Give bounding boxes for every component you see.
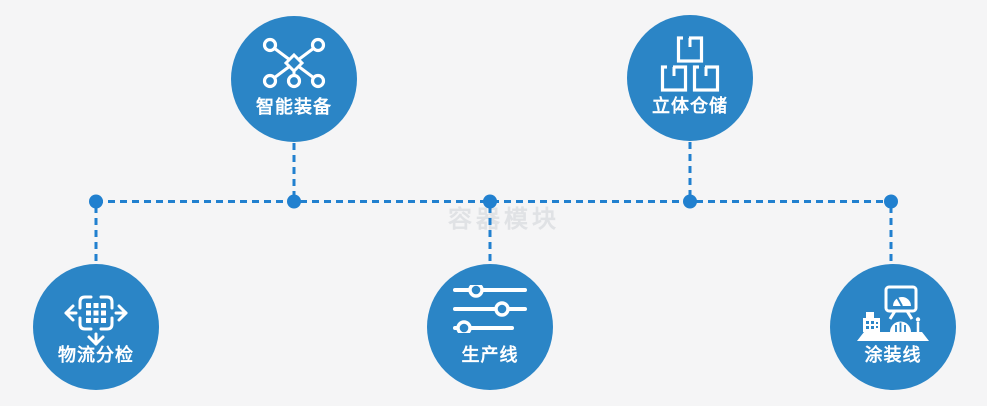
node-circle: 智能装备: [231, 16, 357, 142]
node-label: 生产线: [461, 345, 519, 365]
junction-dot: [884, 194, 898, 209]
node-coating-line[interactable]: 涂装线: [830, 264, 956, 390]
network-nodes-icon: [262, 37, 326, 89]
node-smart-equipment[interactable]: 智能装备: [231, 16, 357, 142]
move-sort-icon: [64, 295, 128, 346]
node-label: 物流分检: [58, 345, 134, 365]
node-warehouse[interactable]: 立体仓储: [627, 15, 753, 141]
junction-dot: [287, 194, 301, 209]
stacked-boxes-icon: [660, 36, 720, 92]
node-label: 立体仓储: [652, 96, 728, 116]
watermark-text: 容器模块: [448, 206, 560, 233]
junction-dot: [683, 194, 697, 209]
node-circle: 立体仓储: [627, 15, 753, 141]
junction-dot: [89, 194, 103, 209]
node-circle: 物流分检: [33, 264, 159, 390]
node-label: 涂装线: [864, 345, 922, 365]
node-production-line[interactable]: 生产线: [427, 264, 553, 390]
node-circle: 生产线: [427, 264, 553, 390]
machine-monitor-icon: [857, 285, 929, 341]
node-logistics-sorting[interactable]: 物流分检: [33, 264, 159, 390]
junction-dot: [483, 194, 497, 209]
node-circle: 涂装线: [830, 264, 956, 390]
sliders-icon: [453, 285, 527, 333]
node-label: 智能装备: [256, 97, 332, 117]
